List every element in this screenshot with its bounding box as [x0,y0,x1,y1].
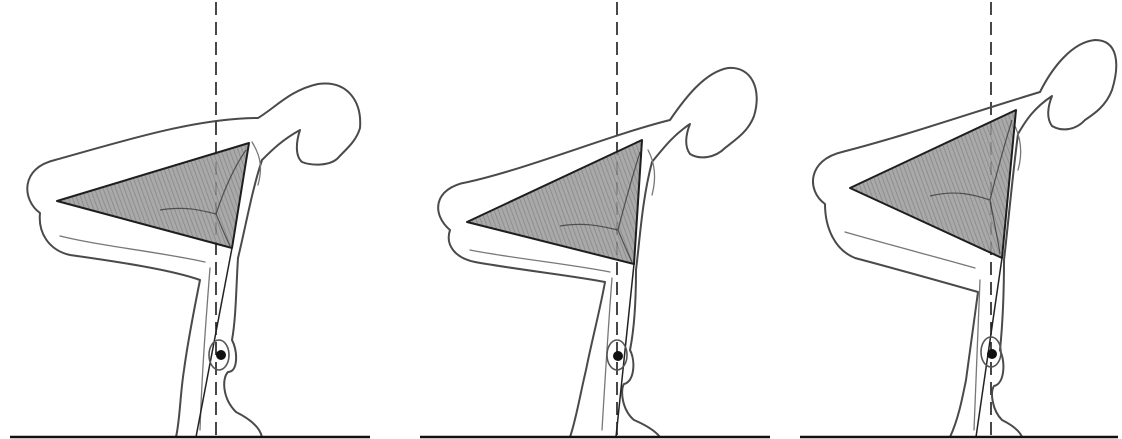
hip-shoulder-triangle [467,140,642,264]
barbell-end-dot [987,349,997,359]
barbell-end-dot [613,351,623,361]
panel-3 [800,2,1118,437]
panel-1 [10,2,370,437]
hip-shoulder-triangle [57,143,249,248]
hip-shoulder-triangle [850,110,1016,258]
panel-2 [420,2,770,437]
barbell-end-dot [216,350,226,360]
inner-thigh-contour [60,236,205,262]
